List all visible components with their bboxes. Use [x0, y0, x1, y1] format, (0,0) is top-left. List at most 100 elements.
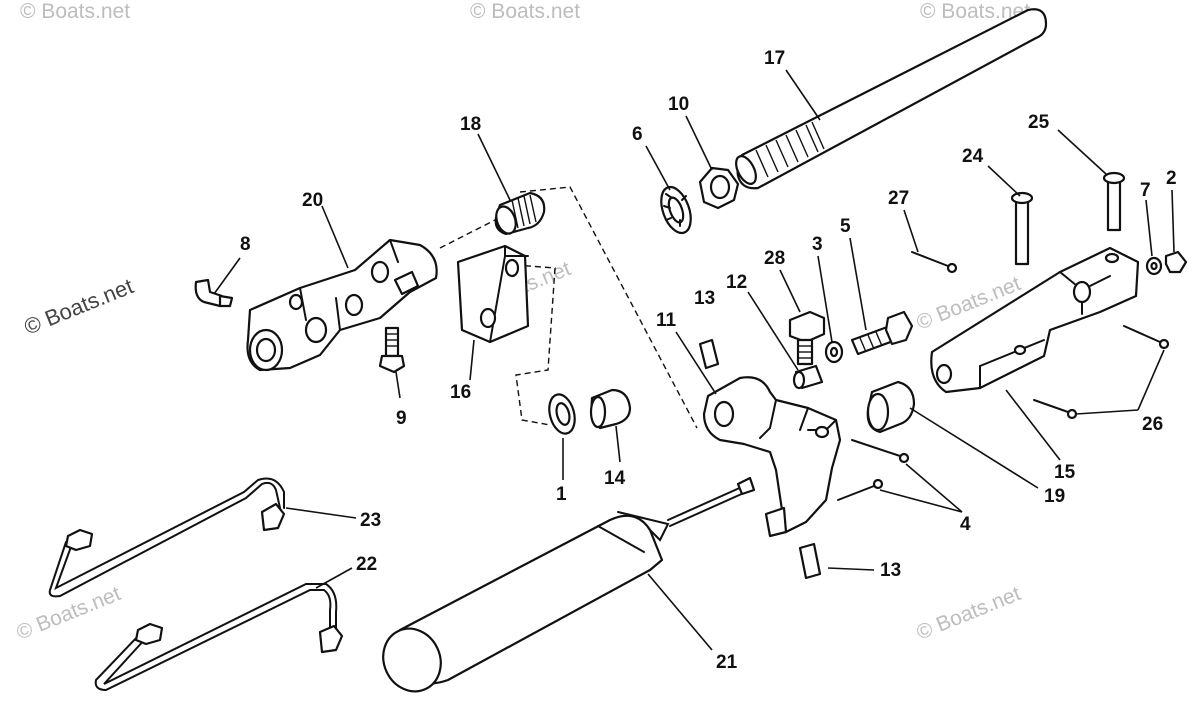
leader-19 — [909, 407, 1039, 489]
leader-4b — [879, 489, 963, 513]
part-16-block — [456, 244, 530, 344]
callout-25: 25 — [1028, 112, 1050, 133]
callout-3: 3 — [812, 234, 823, 255]
watermark-prominent: © Boats.net — [21, 273, 137, 339]
part-10-nut — [698, 166, 740, 210]
part-3-washer — [824, 340, 844, 364]
leader-17 — [785, 69, 821, 121]
leader-12 — [747, 291, 799, 371]
assembly-dashed-lines — [439, 186, 698, 429]
callout-15: 15 — [1054, 462, 1076, 483]
leader-8 — [213, 257, 241, 295]
leader-26a — [1137, 349, 1165, 411]
leader-6 — [645, 145, 671, 191]
part-7-washer — [1145, 256, 1163, 276]
part-14-cap-nut — [589, 388, 632, 430]
leader-24 — [987, 165, 1021, 197]
callout-12: 12 — [726, 272, 747, 293]
leader-9 — [395, 371, 401, 399]
callout-13-upper: 13 — [694, 288, 715, 309]
watermark: © Boats.net — [470, 0, 580, 23]
part-22-hydraulic-line — [94, 583, 344, 692]
part-21-cylinder — [382, 476, 756, 693]
callout-19: 19 — [1044, 486, 1065, 507]
leader-14 — [615, 425, 621, 463]
dashed-line-18-to-11 — [519, 186, 698, 429]
callout-16: 16 — [450, 382, 471, 403]
callout-17: 17 — [764, 48, 785, 69]
leader-28 — [779, 269, 801, 313]
part-13-spacer-lower — [798, 542, 822, 580]
leader-18 — [477, 133, 511, 201]
part-4-pins — [837, 439, 910, 501]
part-11-bracket — [702, 376, 842, 538]
part-28-bolt — [788, 310, 826, 366]
part-17-tilt-tube — [735, 8, 1048, 190]
callout-11: 11 — [656, 310, 677, 331]
leader-11 — [675, 331, 717, 395]
callout-20: 20 — [302, 190, 323, 211]
callout-5: 5 — [840, 216, 851, 237]
leader-16 — [469, 339, 475, 381]
callout-10: 10 — [668, 94, 689, 115]
callout-14: 14 — [604, 468, 626, 489]
dashed-line-16-to-1 — [514, 264, 556, 426]
callout-labels: 1 2 3 4 5 6 7 8 9 10 11 12 13 13 14 15 1… — [240, 48, 1177, 673]
leader-20 — [321, 205, 349, 269]
part-25-pin — [1102, 171, 1126, 232]
part-26-pins — [1033, 325, 1170, 420]
watermark: © Boats.net — [20, 0, 130, 23]
leader-4a — [905, 463, 963, 513]
part-15-tilt-arm — [930, 246, 1140, 394]
callout-6: 6 — [632, 124, 643, 145]
callout-8: 8 — [240, 234, 251, 255]
leader-23 — [285, 507, 357, 519]
part-23-hydraulic-line — [48, 477, 286, 598]
part-2-nut — [1164, 250, 1188, 274]
callout-1: 1 — [556, 484, 567, 505]
callout-18: 18 — [460, 114, 481, 135]
callout-21: 21 — [716, 652, 738, 673]
leader-22 — [315, 567, 353, 589]
part-9-bolt — [378, 326, 406, 374]
leader-15 — [1005, 389, 1061, 461]
callout-4: 4 — [960, 514, 971, 535]
leader-10 — [685, 115, 713, 171]
leader-27 — [903, 209, 919, 253]
part-20-valve-body — [246, 238, 438, 372]
leader-lines — [213, 69, 1175, 651]
leader-5 — [849, 237, 867, 331]
callout-9: 9 — [396, 408, 407, 429]
part-18-bushing — [494, 191, 546, 236]
part-12-bushing — [792, 364, 824, 390]
part-24-pin — [1010, 191, 1034, 266]
watermark: © Boats.net — [920, 0, 1030, 23]
part-1-lock-washer — [548, 393, 576, 435]
callout-22: 22 — [356, 554, 377, 575]
leader-21 — [647, 573, 713, 651]
leader-2 — [1171, 189, 1175, 253]
callout-23: 23 — [360, 510, 381, 531]
callout-2: 2 — [1166, 168, 1177, 189]
part-19-sleeve — [866, 380, 916, 434]
leader-7 — [1145, 199, 1153, 257]
callout-28: 28 — [764, 248, 785, 269]
callout-7: 7 — [1140, 180, 1151, 201]
part-5-bolt — [850, 310, 914, 356]
callout-24: 24 — [962, 146, 984, 167]
callout-27: 27 — [888, 188, 909, 209]
part-8-fitting — [194, 278, 234, 308]
leader-13b — [827, 567, 875, 571]
callout-13-lower: 13 — [880, 560, 901, 581]
part-27-cotter-pin — [911, 251, 958, 274]
leader-26b — [1075, 409, 1139, 415]
leader-25 — [1057, 129, 1107, 175]
dashed-line-20-to-18 — [439, 219, 496, 249]
watermark: © Boats.net — [913, 582, 1024, 645]
part-13-spacer-upper — [698, 338, 720, 370]
leader-3 — [817, 255, 833, 343]
callout-26: 26 — [1142, 414, 1163, 435]
part-6-lock-washer — [660, 185, 692, 235]
